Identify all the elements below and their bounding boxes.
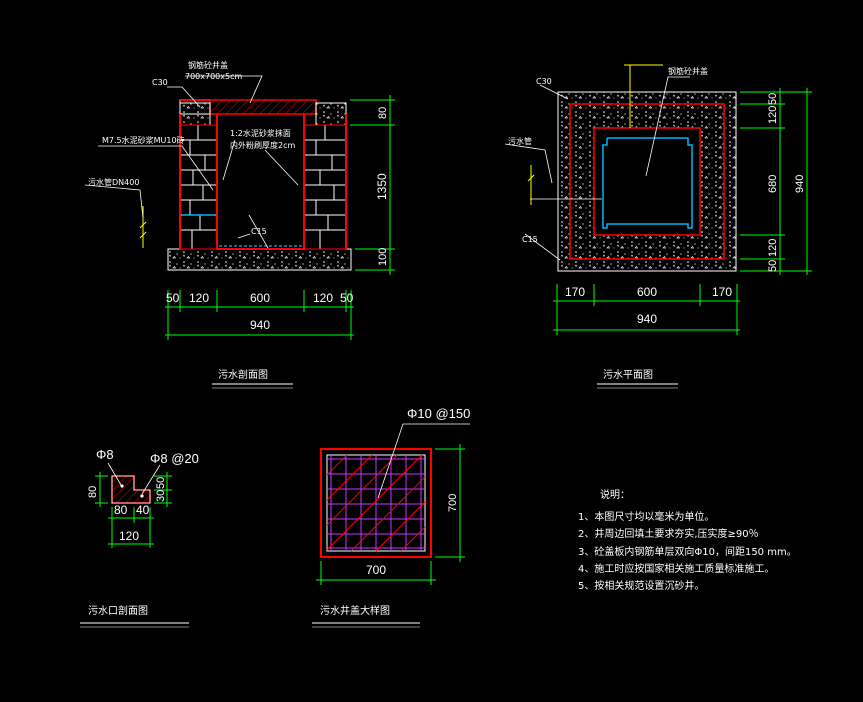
plan-outer-wall: [569, 103, 725, 260]
plan-dim-170-left: 170: [565, 285, 585, 299]
section-label-wall: M7.5水泥砂浆MU10砖: [102, 135, 185, 145]
section-wall-right-outline: [303, 124, 347, 250]
section-leaders: [84, 75, 263, 239]
section-dim-600: 600: [250, 291, 270, 305]
section-dim-120-right: 120: [313, 291, 333, 305]
plan-dim-total: 940: [637, 312, 657, 326]
section-dim-120-left: 120: [189, 291, 209, 305]
section-dim-total: 940: [250, 318, 270, 332]
section-label-c15: C15: [251, 227, 267, 236]
outlet-dim-bottom-40: 40: [136, 503, 150, 517]
section-collar-right: [315, 102, 347, 126]
section-wall-left-outline: [179, 124, 218, 250]
section-dim-100: 100: [377, 248, 389, 266]
outlet-dims-lines: [95, 472, 172, 548]
plan-leaders: [504, 76, 690, 261]
plan-inner-wall: [593, 127, 701, 236]
section-wall-right: [303, 124, 347, 250]
plan-dims-right-lines: [740, 88, 812, 275]
section-view: C30 钢筋砼井盖 700x700x5cm M7.5水泥砂浆MU10砖 1:2水…: [84, 60, 395, 389]
section-c15-leader: [248, 214, 269, 249]
plan-view: C30 钢筋砼井盖 污水管 C15 170 600 170 940 50 120: [504, 64, 812, 389]
section-collar-left: [179, 102, 211, 126]
notes-item-4: 4、施工时应按国家相关施工质量标准施工。: [578, 562, 774, 575]
cover-dim-right: 700: [447, 494, 459, 512]
outlet-dim-total: 120: [119, 529, 139, 543]
section-label-cover-size: 700x700x5cm: [185, 72, 242, 81]
cover-outline: [320, 448, 432, 558]
cover-leader: [377, 423, 404, 499]
section-dim-50-left: 50: [166, 291, 180, 305]
plan-title: 污水平面图: [603, 369, 653, 381]
section-plaster-leader: [264, 149, 299, 186]
plan-dim-right-680: 680: [767, 175, 779, 193]
outlet-bar-dot-2: [140, 494, 144, 498]
outlet-view: Φ8 Φ8 @20 80 50 30 80 40 120 污水口剖面图: [80, 447, 199, 628]
notes-item-2: 2、井周边回填土要求夯实,压实度≥90％: [578, 527, 759, 540]
section-dim-1350: 1350: [375, 173, 389, 200]
section-label-cover: 钢筋砼井盖: [188, 60, 228, 70]
plan-rebar: [602, 137, 693, 229]
plan-dim-right-120-top: 120: [767, 106, 779, 124]
section-label-c30: C30: [152, 78, 168, 87]
section-cover-hatch: [209, 99, 317, 115]
notes-item-1: 1、本图尺寸均以毫米为单位。: [578, 510, 714, 523]
outlet-bar-dot-1: [120, 484, 124, 488]
plan-dim-right-50-bottom: 50: [767, 260, 779, 272]
section-title: 污水剖面图: [218, 368, 268, 381]
plan-dim-right-120-bottom: 120: [767, 239, 779, 257]
cover-label-rebar: Φ10 @150: [407, 406, 470, 421]
section-pipe-indicator: [139, 206, 147, 248]
section-dims-bottom-lines: [165, 290, 354, 340]
plan-label-c15: C15: [522, 235, 538, 244]
outlet-leader-1: [107, 462, 122, 486]
section-base-slab: [167, 248, 352, 271]
cover-title: 污水井盖大样图: [320, 604, 390, 617]
section-label-plaster-thickness: 内外粉刷厚度2cm: [230, 140, 295, 150]
cover-view: Φ10 @150 700 700 污水井盖大样图: [312, 406, 470, 628]
outlet-label-bar: Φ8: [96, 447, 114, 462]
plan-label-cover: 钢筋砼井盖: [668, 66, 708, 76]
plan-pipe-indicator: [527, 64, 663, 205]
plan-dims-bottom-lines: [553, 284, 740, 335]
outlet-title: 污水口剖面图: [88, 604, 148, 617]
plan-label-pipe: 污水管: [508, 136, 532, 146]
plan-label-c30: C30: [536, 77, 552, 86]
section-label-plaster: 1:2水泥砂浆抹面: [230, 128, 291, 138]
plan-dim-170-right: 170: [712, 285, 732, 299]
outlet-label-bar-spacing: Φ8 @20: [150, 451, 199, 466]
outlet-dim-bottom-80: 80: [114, 503, 128, 517]
cover-hatch: [326, 454, 426, 552]
section-label-pipe: 污水管DN400: [88, 177, 139, 187]
section-wall-left: [179, 124, 218, 250]
outlet-leader-2: [141, 464, 161, 495]
outlet-dim-30: 30: [155, 490, 167, 502]
cover-grid: [327, 455, 425, 551]
section-dims-right-lines: [350, 95, 395, 275]
notes-item-3: 3、砼盖板内钢筋单层双向Φ10，间距150 mm。: [578, 545, 797, 558]
outlet-dim-80: 80: [87, 486, 99, 498]
plan-dim-600: 600: [637, 285, 657, 299]
cover-dim-bottom: 700: [366, 563, 386, 577]
section-dim-80: 80: [377, 107, 389, 119]
cover-dims-lines: [316, 444, 465, 585]
outlet-dim-50: 50: [155, 477, 167, 489]
plan-dim-right-total: 940: [794, 175, 806, 193]
section-dim-50-right: 50: [340, 291, 354, 305]
notes-item-5: 5、按相关规范设置沉砂井。: [578, 579, 704, 592]
notes-block: 说明： 1、本图尺寸均以毫米为单位。 2、井周边回填土要求夯实,压实度≥90％ …: [578, 488, 797, 592]
notes-heading: 说明：: [600, 488, 630, 501]
plan-dim-right-50-top: 50: [767, 93, 779, 105]
outlet-outline: [111, 475, 151, 504]
